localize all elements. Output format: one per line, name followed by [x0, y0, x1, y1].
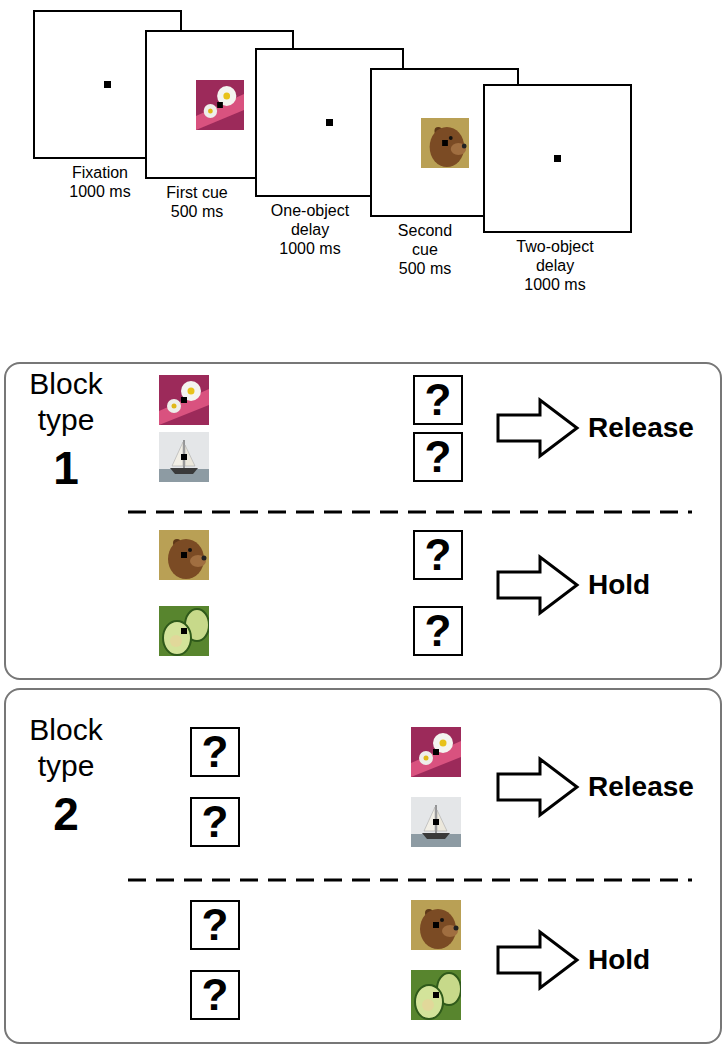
block-arrow: [498, 759, 577, 815]
frame-label: Two-object delay1000 ms: [513, 237, 597, 294]
block-number: 2: [14, 788, 118, 840]
dashed-divider: [128, 511, 692, 514]
unknown-box: ?: [190, 900, 240, 950]
block-heading: Block type2: [14, 712, 118, 840]
phase-duration: 1000 ms: [513, 275, 597, 294]
dashed-divider: [128, 879, 692, 882]
frame-label: One-object delay1000 ms: [268, 201, 352, 258]
cue-photo: [159, 375, 209, 425]
unknown-box: ?: [190, 727, 240, 777]
frame-label: Fixation1000 ms: [58, 163, 142, 201]
outcome-label: Hold: [588, 943, 650, 977]
cue-photo: [421, 118, 469, 168]
unknown-box: ?: [413, 530, 463, 580]
cue-photo: [421, 118, 469, 168]
block-panel: Block type1????: [4, 362, 722, 680]
outcome-label: Release: [588, 411, 694, 445]
cue-photo: [159, 606, 209, 656]
fixation-dot: [104, 81, 111, 88]
block-panel: Block type2????: [4, 688, 722, 1044]
phase-name: Two-object delay: [513, 237, 597, 275]
phase-duration: 1000 ms: [58, 182, 142, 201]
block-heading: Block type1: [14, 366, 118, 494]
question-mark: ?: [202, 903, 229, 947]
question-mark: ?: [202, 800, 229, 844]
phase-name: First cue: [155, 183, 239, 202]
unknown-box: ?: [190, 970, 240, 1020]
question-mark: ?: [425, 435, 452, 479]
phase-duration: 500 ms: [383, 259, 467, 278]
unknown-box: ?: [413, 375, 463, 425]
outcome-label: Hold: [588, 568, 650, 602]
cue-photo: [411, 970, 461, 1020]
cue-photo: [411, 797, 461, 847]
question-mark: ?: [425, 609, 452, 653]
phase-name: One-object delay: [268, 201, 352, 239]
question-mark: ?: [202, 973, 229, 1017]
cue-photo: [196, 80, 244, 130]
block-number: 1: [14, 442, 118, 494]
block-title: Block type: [14, 712, 118, 784]
block-title: Block type: [14, 366, 118, 438]
frame-label: Second cue500 ms: [383, 221, 467, 278]
cue-photo: [411, 727, 461, 777]
cue-photo: [411, 900, 461, 950]
block-arrow: [498, 932, 577, 988]
phase-name: Second cue: [383, 221, 467, 259]
question-mark: ?: [202, 730, 229, 774]
frame-label: First cue500 ms: [155, 183, 239, 221]
phase-duration: 500 ms: [155, 202, 239, 221]
cue-photo: [159, 530, 209, 580]
phase-name: Fixation: [58, 163, 142, 182]
cue-photo: [196, 80, 244, 130]
question-mark: ?: [425, 533, 452, 577]
screen-frame: Two-object delay1000 ms: [483, 84, 632, 233]
block-arrow: [498, 400, 577, 456]
fixation-dot: [326, 119, 333, 126]
phase-duration: 1000 ms: [268, 239, 352, 258]
unknown-box: ?: [413, 432, 463, 482]
unknown-box: ?: [190, 797, 240, 847]
cue-photo: [159, 432, 209, 482]
question-mark: ?: [425, 378, 452, 422]
unknown-box: ?: [413, 606, 463, 656]
outcome-label: Release: [588, 770, 694, 804]
fixation-dot: [554, 155, 561, 162]
block-arrow: [498, 557, 577, 613]
